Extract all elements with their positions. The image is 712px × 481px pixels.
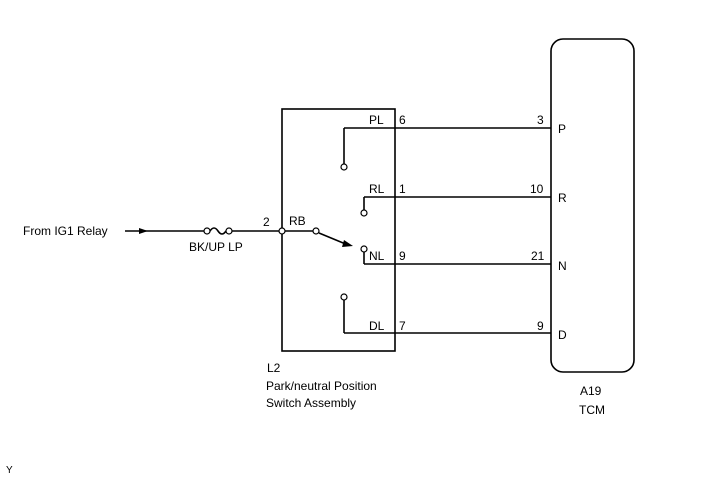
- tcm-connector-label: A19: [580, 384, 602, 398]
- switch-input-name: RB: [289, 214, 306, 228]
- nl-contact: [360, 245, 368, 253]
- switch-input-terminal: [278, 227, 286, 235]
- tcm-box: [550, 38, 635, 373]
- tcm-pin-n-number: 21: [531, 249, 545, 263]
- tcm-pin-p-number: 3: [537, 113, 544, 127]
- fuse-icon: [203, 227, 233, 235]
- tcm-pin-r-number: 10: [530, 182, 544, 196]
- rl-contact: [360, 209, 368, 217]
- switch-pos-rl-pin: 1: [399, 182, 406, 196]
- tcm-pin-d-number: 9: [537, 319, 544, 333]
- switch-pos-nl-pin: 9: [399, 249, 406, 263]
- footer-code: Y: [6, 465, 13, 476]
- arrow-icon: [139, 228, 148, 234]
- switch-pos-dl-name: DL: [369, 319, 385, 333]
- tcm-pin-d-name: D: [558, 328, 567, 342]
- pl-contact: [340, 163, 348, 171]
- switch-input-pin: 2: [263, 215, 270, 229]
- dl-contact: [340, 293, 348, 301]
- switch-name-line1: Park/neutral Position: [266, 379, 377, 393]
- switch-arrow-icon: [342, 240, 353, 247]
- switch-connector-label: L2: [267, 361, 281, 375]
- tcm-pin-p-name: P: [558, 122, 566, 136]
- source-label: From IG1 Relay: [23, 224, 108, 238]
- switch-pos-dl-pin: 7: [399, 319, 406, 333]
- switch-box: [281, 108, 396, 352]
- switch-pos-nl-name: NL: [369, 249, 385, 263]
- switch-pivot: [312, 227, 320, 235]
- tcm-pin-n-name: N: [558, 259, 567, 273]
- switch-pos-rl-name: RL: [369, 182, 385, 196]
- tcm-pin-r-name: R: [558, 191, 567, 205]
- switch-pos-pl-name: PL: [369, 113, 384, 127]
- tcm-name: TCM: [579, 403, 605, 417]
- switch-name-line2: Switch Assembly: [266, 396, 356, 410]
- switch-pos-pl-pin: 6: [399, 113, 406, 127]
- fuse-label: BK/UP LP: [189, 240, 243, 254]
